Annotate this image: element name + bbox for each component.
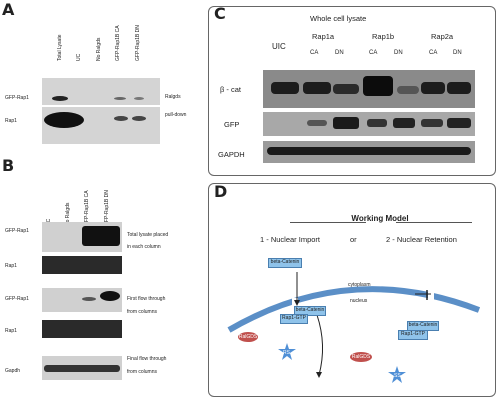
panel-a-right-label-1: Ralgds [165,94,181,100]
panel-c-blot-gapdh [263,141,475,163]
panel-a-letter: A [2,0,15,19]
panel-d-diagram [227,272,481,378]
panel-c-sub-6: DN [453,50,462,56]
panel-c-sub-5: CA [429,50,438,56]
panel-b-blot-4 [42,320,122,338]
panel-a-right-label-2: pull-down [165,112,187,118]
panel-c-sub-3: CA [369,50,378,56]
panel-c-blot-gfp [263,112,475,136]
rap-gtp-box-right: Rap1-GTP [398,330,428,340]
panel-c-blot-beta-cat [263,70,475,108]
nuclear-membrane [227,286,481,333]
panel-b-blot-2 [42,256,122,274]
panel-b-blot-1 [42,222,122,252]
rs-label: RS [283,350,290,356]
panel-c-title: Whole cell lysate [310,14,367,23]
ralgds-ellipse-left: RalGDS [238,332,258,342]
panel-d-title: Working Model [351,214,409,223]
panel-b-blot-5 [42,356,122,380]
panel-c-sub-4: DN [394,50,403,56]
panel-b-lane-4: GFP-Rap1B DN [104,190,110,226]
panel-b-letter: B [2,156,15,175]
panel-c-group-1: Rap1a [312,32,335,41]
panel-c-sub-1: CA [310,50,319,56]
panel-b-row-3: GFP-Rap1 [5,296,29,302]
panel-d-frame [208,183,496,397]
panel-d-title-rule-right [396,222,472,223]
panel-b-note-2a: First flow through [127,296,166,302]
ss-label: SS [394,373,401,379]
panel-b-note-1b: in each column [127,244,161,250]
panel-a-row-gfp-rap1: GFP-Rap1 [5,95,29,101]
panel-b-note-3a: Final flow through [127,356,167,362]
panel-b-blot-3 [42,288,122,312]
panel-c-row-2: GFP [224,120,240,129]
beta-catenin-box-left: beta-Catenin [294,306,326,316]
rap-gtp-box-left: Rap1-GTP [280,314,308,324]
panel-a-row-rap1: Rap1 [5,118,17,124]
panel-b-note-2b: from columns [127,309,158,315]
panel-a-lane-5: GFP-Rap1B DN [135,25,141,61]
panel-c-row-3: GAPDH [218,150,245,159]
panel-c-letter: C [214,4,226,23]
panel-b-row-4: Rap1 [5,328,17,334]
panel-a-lane-4: GFP-Rap1B CA [115,25,121,61]
panel-a-lane-1: Total Lysate [57,34,63,62]
panel-c-uic: UIC [272,42,286,51]
panel-d-letter: D [214,182,228,201]
panel-c-frame [208,6,496,176]
panel-d-title-rule-left [290,222,366,223]
panel-a-lane-3: No Ralgds [96,37,102,61]
panel-c-row-1: β - cat [220,85,241,94]
beta-catenin-box-cytoplasm: beta-Catenin [268,258,302,268]
rs-star-icon [278,343,296,360]
panel-a-blot [42,78,160,144]
panel-b-note-1a: Total lysate placed [127,232,169,238]
ralgds-ellipse-right: RalGDS [350,352,372,362]
panel-b-row-1: GFP-Rap1 [5,228,29,234]
panel-d-option-2: 2 - Nuclear Retention [386,235,457,244]
ss-star-icon [388,366,406,383]
panel-b-note-3b: from columns [127,369,158,375]
panel-d-cytoplasm-label: cytoplasm [348,282,371,288]
panel-c-sub-2: DN [335,50,344,56]
panel-d-or: or [350,235,357,244]
panel-d-nucleus-label: nucleus [350,298,368,304]
panel-b-lane-3: GFP-Rap1B CA [84,190,90,226]
panel-c-group-2: Rap1b [372,32,395,41]
panel-b-row-5: Gapdh [5,368,21,374]
panel-d-option-1: 1 - Nuclear Import [260,235,321,244]
panel-b-row-2: Rap1 [5,263,17,269]
panel-a-lane-2: UC [76,53,82,61]
panel-c-group-3: Rap2a [431,32,454,41]
